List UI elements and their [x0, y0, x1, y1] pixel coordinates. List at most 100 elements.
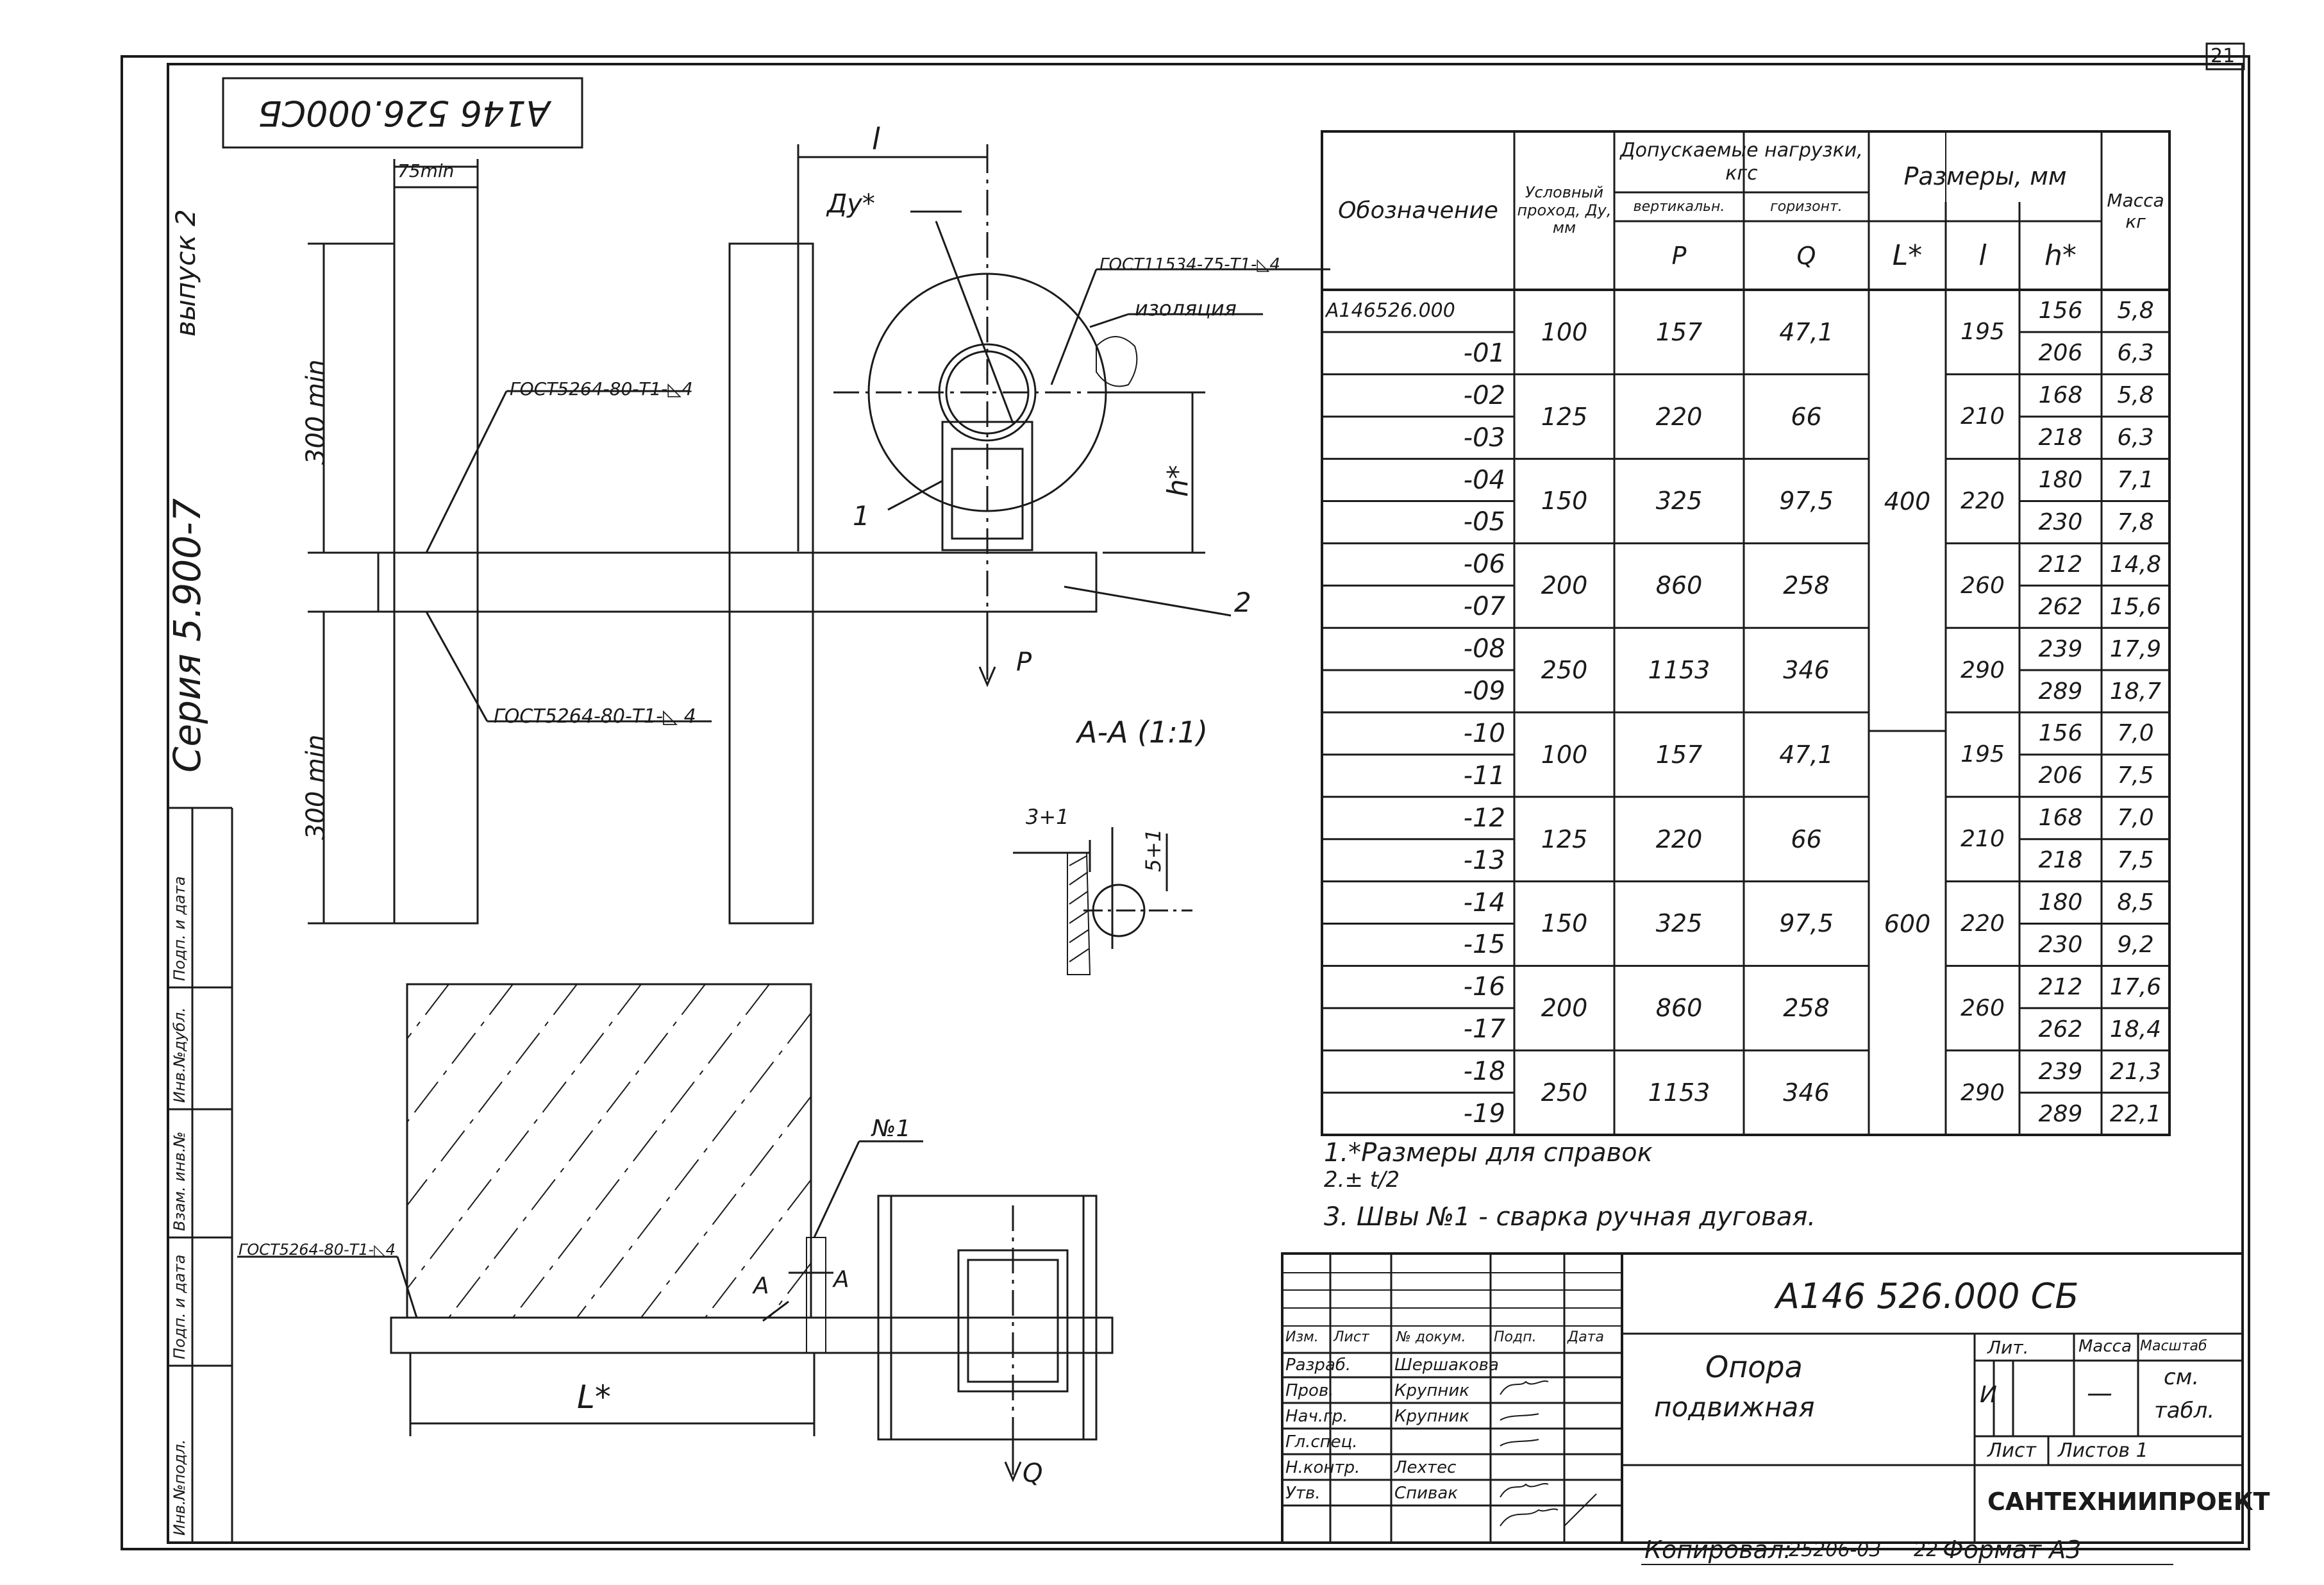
designation-cell: А146526.000	[1326, 299, 1455, 323]
h-cell: 262	[2038, 593, 2083, 620]
q-cell: 346	[1783, 1078, 1830, 1107]
h-cell: 206	[2038, 762, 2083, 789]
mass-cell: 7,0	[2117, 805, 2154, 832]
h-cell: 206	[2038, 340, 2083, 367]
sig-header-izm: Изм.	[1285, 1329, 1319, 1345]
side-stamp-sign-1: Подп. и дата	[171, 1254, 188, 1360]
designation-cell: -02	[1463, 380, 1505, 410]
du-cell: 125	[1541, 402, 1588, 431]
p-cell: 860	[1655, 994, 1703, 1023]
table-header-q: Q	[1796, 241, 1816, 270]
du-cell: 100	[1541, 740, 1588, 769]
mass-cell: 7,5	[2117, 847, 2154, 874]
outer-frame	[121, 55, 2250, 1550]
h-cell: 218	[2038, 847, 2083, 874]
section-aa-label: А-А (1:1)	[1077, 715, 1208, 750]
l-cell: 195	[1960, 319, 2005, 346]
l-cell: 210	[1960, 826, 2005, 853]
mass-cell: 21,3	[2109, 1058, 2162, 1085]
section-mark-a-left: А	[753, 1273, 769, 1299]
table-header-l: l	[1978, 239, 1987, 272]
mass-cell: 7,5	[2117, 762, 2154, 789]
sheet-number: 21	[2211, 45, 2236, 67]
dim-300min-bottom: 300 min	[301, 734, 331, 841]
section-mark-a-right: А	[833, 1266, 849, 1293]
dim-h-label: h*	[1162, 465, 1194, 497]
table-header-p: P	[1671, 241, 1687, 270]
plan-hatched-block	[406, 983, 812, 1319]
weld-callout-pipe: ГОСТ11534-75-Т1-◺4	[1099, 255, 1280, 274]
spec-table	[1321, 130, 2171, 1136]
note-1: 1.*Размеры для справок	[1324, 1138, 1653, 1168]
side-stamp-vzam: Взам. инв.№	[171, 1131, 188, 1231]
mass-cell: 7,0	[2117, 720, 2154, 747]
sig-header-sign: Подп.	[1494, 1329, 1537, 1345]
name-n-kontr: Лехтес	[1394, 1458, 1457, 1477]
series-label: Серия 5.900-7	[165, 498, 209, 773]
L-cell: 400	[1884, 487, 1931, 516]
title-block	[1281, 1252, 2244, 1544]
plan-pipe	[877, 1195, 1098, 1441]
designation-cell: -07	[1463, 592, 1505, 622]
designation-cell: -09	[1463, 676, 1505, 707]
h-cell: 289	[2038, 1100, 2083, 1127]
p-cell: 220	[1655, 402, 1703, 431]
role-utv: Утв.	[1285, 1484, 1321, 1503]
h-cell: 230	[2038, 508, 2083, 535]
p-cell: 220	[1655, 825, 1703, 853]
doc-code-box	[222, 77, 583, 149]
role-nach-gr: Нач.гр.	[1285, 1407, 1348, 1426]
l-cell: 290	[1960, 657, 2005, 683]
weld-callout-mid: ГОСТ5264-80-Т1-◺ 4	[494, 705, 696, 728]
table-header-L: L*	[1892, 239, 1923, 272]
side-stamp-inv-dubl: Инв.№дубл.	[171, 1007, 188, 1103]
h-cell: 218	[2038, 424, 2083, 451]
dim-L-label: L*	[577, 1379, 611, 1416]
weld-no-label: №1	[872, 1116, 911, 1142]
designation-cell: -03	[1463, 423, 1505, 453]
designation-cell: -19	[1463, 1099, 1505, 1129]
L-cell: 600	[1884, 909, 1931, 938]
dim-3-label: 3+1	[1026, 805, 1069, 829]
table-header-h: h*	[2044, 239, 2077, 272]
insulation-label: изоляция	[1135, 296, 1237, 321]
q-cell: 258	[1783, 994, 1830, 1023]
p-cell: 1153	[1648, 1078, 1710, 1107]
h-cell: 212	[2038, 551, 2083, 578]
role-prov: Пров.	[1285, 1381, 1334, 1400]
mass-cell: 6,3	[2117, 340, 2154, 367]
load-q-label: Q	[1023, 1459, 1043, 1488]
beam	[377, 551, 1098, 613]
du-cell: 200	[1541, 994, 1588, 1023]
p-cell: 325	[1655, 909, 1703, 938]
table-header-horizontal: горизонт.	[1770, 199, 1843, 215]
product-name-1: Опора	[1705, 1350, 1803, 1384]
l-cell: 220	[1960, 910, 2005, 937]
weld-callout-plan: ГОСТ5264-80-Т1-◺4	[238, 1241, 396, 1259]
du-cell: 100	[1541, 317, 1588, 346]
designation-cell: -05	[1463, 507, 1505, 537]
table-header-vertical: вертикальн.	[1633, 199, 1725, 215]
h-cell: 262	[2038, 1016, 2083, 1043]
h-cell: 239	[2038, 635, 2083, 662]
du-cell: 250	[1541, 656, 1588, 685]
designation-cell: -14	[1463, 887, 1505, 918]
q-cell: 47,1	[1779, 740, 1834, 769]
q-cell: 66	[1791, 825, 1822, 853]
mass-value: —	[2087, 1379, 2112, 1408]
q-cell: 97,5	[1779, 909, 1834, 938]
plan-beam	[390, 1316, 1114, 1354]
l-cell: 290	[1960, 1079, 2005, 1106]
designation-cell: -10	[1463, 718, 1505, 748]
footer-copied: Копировал:	[1644, 1536, 1792, 1564]
dim-75min: 75min	[397, 160, 455, 181]
h-cell: 230	[2038, 931, 2083, 958]
q-cell: 97,5	[1779, 487, 1834, 516]
right-post	[728, 242, 814, 925]
load-p-label: P	[1016, 648, 1032, 677]
l-cell: 260	[1960, 572, 2005, 599]
designation-cell: -16	[1463, 972, 1505, 1002]
table-header-designation: Обозначение	[1338, 197, 1498, 224]
p-cell: 157	[1655, 317, 1703, 346]
